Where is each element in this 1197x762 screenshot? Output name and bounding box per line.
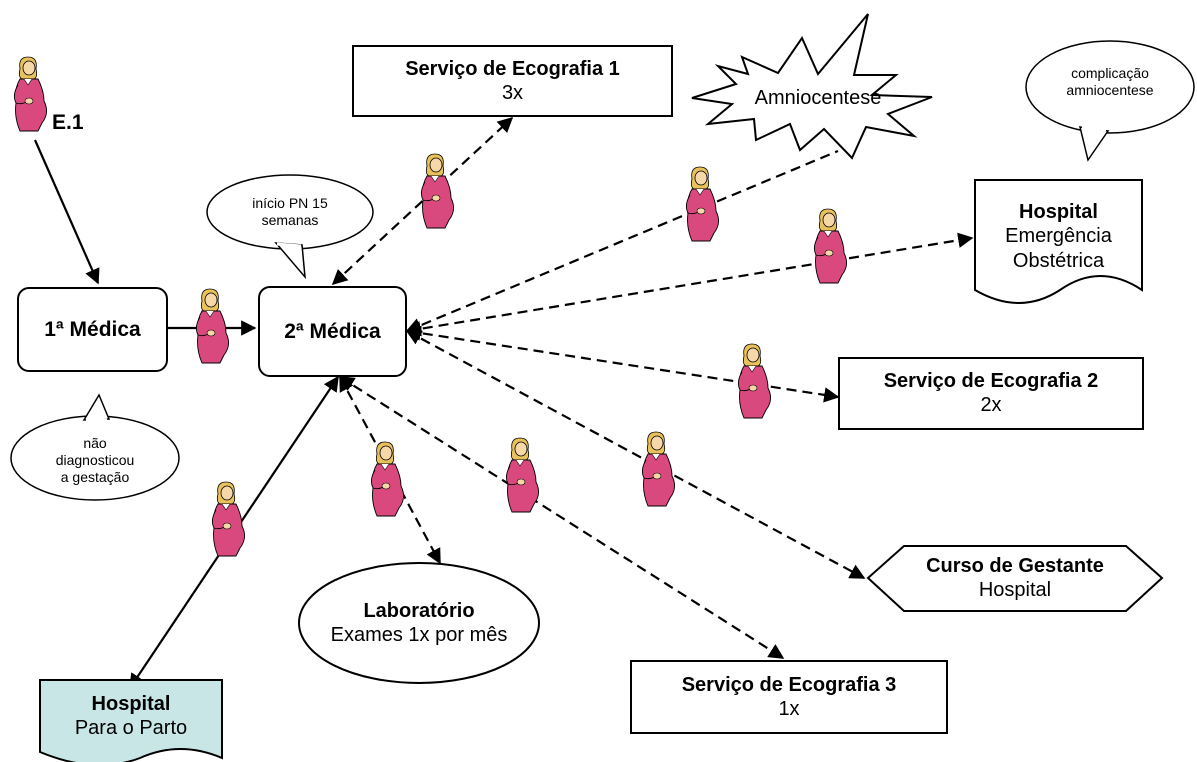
eco2-sub: 2x: [980, 394, 1002, 416]
medica1-label: 1ª Médica: [44, 317, 141, 341]
callout-nao-diag-line3: a gestação: [60, 468, 130, 485]
pregnant-woman-icon: [813, 208, 847, 284]
hospital-parto-text: Hospital Para o Parto: [40, 688, 222, 744]
hospital-emergencia-text: Hospital Emergência Obstétrica: [975, 196, 1142, 278]
callout-inicio-shape: [206, 174, 374, 280]
callout-nao-diag-text: não diagnosticou a gestação: [20, 432, 170, 488]
curso-title: Curso de Gestante: [926, 554, 1104, 577]
hospital-emergencia-shape: [974, 179, 1143, 304]
callout-complicacao-shape: [1025, 40, 1195, 162]
edge-medica2-eco3: [338, 376, 785, 659]
laboratorio-title: Laboratório: [363, 599, 475, 622]
callout-nao-diag-line1: não: [83, 434, 107, 451]
pregnant-woman-icon: [370, 441, 404, 517]
eco2-box: Serviço de Ecografia 2 2x: [838, 357, 1144, 430]
eco3-box: Serviço de Ecografia 3 1x: [630, 660, 948, 734]
callout-inicio-line1: início PN 15: [252, 195, 328, 211]
laboratorio-text: Laboratório Exames 1x por mês: [300, 592, 538, 654]
medica2-box: 2ª Médica: [258, 286, 407, 377]
eco3-sub: 1x: [778, 697, 800, 720]
e1-label: E.1: [52, 111, 84, 134]
pregnant-woman-icon: [685, 166, 719, 242]
eco1-sub: 3x: [501, 81, 524, 104]
hospital-emergencia-line2: Obstétrica: [1012, 250, 1105, 272]
hospital-parto-sub: Para o Parto: [74, 716, 188, 739]
amniocentese-burst-shape: [691, 13, 933, 160]
eco1-box: Serviço de Ecografia 1 3x: [352, 45, 673, 117]
pregnant-woman-icon: [195, 288, 229, 364]
callout-nao-diag-shape: [10, 393, 180, 501]
callout-inicio-line2: semanas: [261, 212, 319, 228]
curso-sub: Hospital: [978, 578, 1052, 601]
laboratorio-sub: Exames 1x por mês: [330, 623, 508, 646]
curso-hexagon-shape: [866, 545, 1164, 612]
callout-complicacao-line1: complicação: [1071, 65, 1149, 81]
hospital-emergencia-title: Hospital: [1019, 201, 1098, 223]
callout-complicacao-text: complicação amniocentese: [1035, 62, 1185, 102]
medica2-label: 2ª Médica: [284, 319, 381, 343]
hospital-emergencia-line1: Emergência: [1005, 225, 1112, 247]
eco2-title: Serviço de Ecografia 2: [883, 370, 1099, 392]
curso-text: Curso de Gestante Hospital: [880, 548, 1150, 608]
pregnant-woman-icon: [737, 343, 771, 419]
edge-e1-to-medica1: [33, 139, 100, 285]
pregnant-woman-icon: [505, 437, 539, 513]
hospital-parto-title: Hospital: [91, 692, 171, 715]
edge-medica2-hospital-emergencia: [405, 232, 974, 337]
pregnant-woman-icon: [13, 56, 47, 132]
edge-medica2-eco1: [331, 116, 514, 286]
medica1-box: 1ª Médica: [17, 287, 168, 372]
callout-nao-diag-line2: diagnosticou: [55, 451, 135, 468]
pregnant-woman-icon: [641, 431, 675, 507]
amniocentese-label: Amniocentese: [754, 86, 882, 109]
eco1-title: Serviço de Ecografia 1: [405, 57, 620, 80]
edge-medica2-amniocentese: [405, 149, 839, 333]
laboratorio-ellipse-shape: [298, 562, 540, 684]
callout-inicio-text: início PN 15 semanas: [215, 193, 365, 231]
hospital-parto-shape: [39, 679, 223, 762]
pregnant-woman-icon: [211, 481, 245, 557]
pregnant-woman-icon: [420, 153, 454, 229]
eco3-title: Serviço de Ecografia 3: [681, 673, 897, 696]
callout-complicacao-line2: amniocentese: [1066, 82, 1154, 98]
